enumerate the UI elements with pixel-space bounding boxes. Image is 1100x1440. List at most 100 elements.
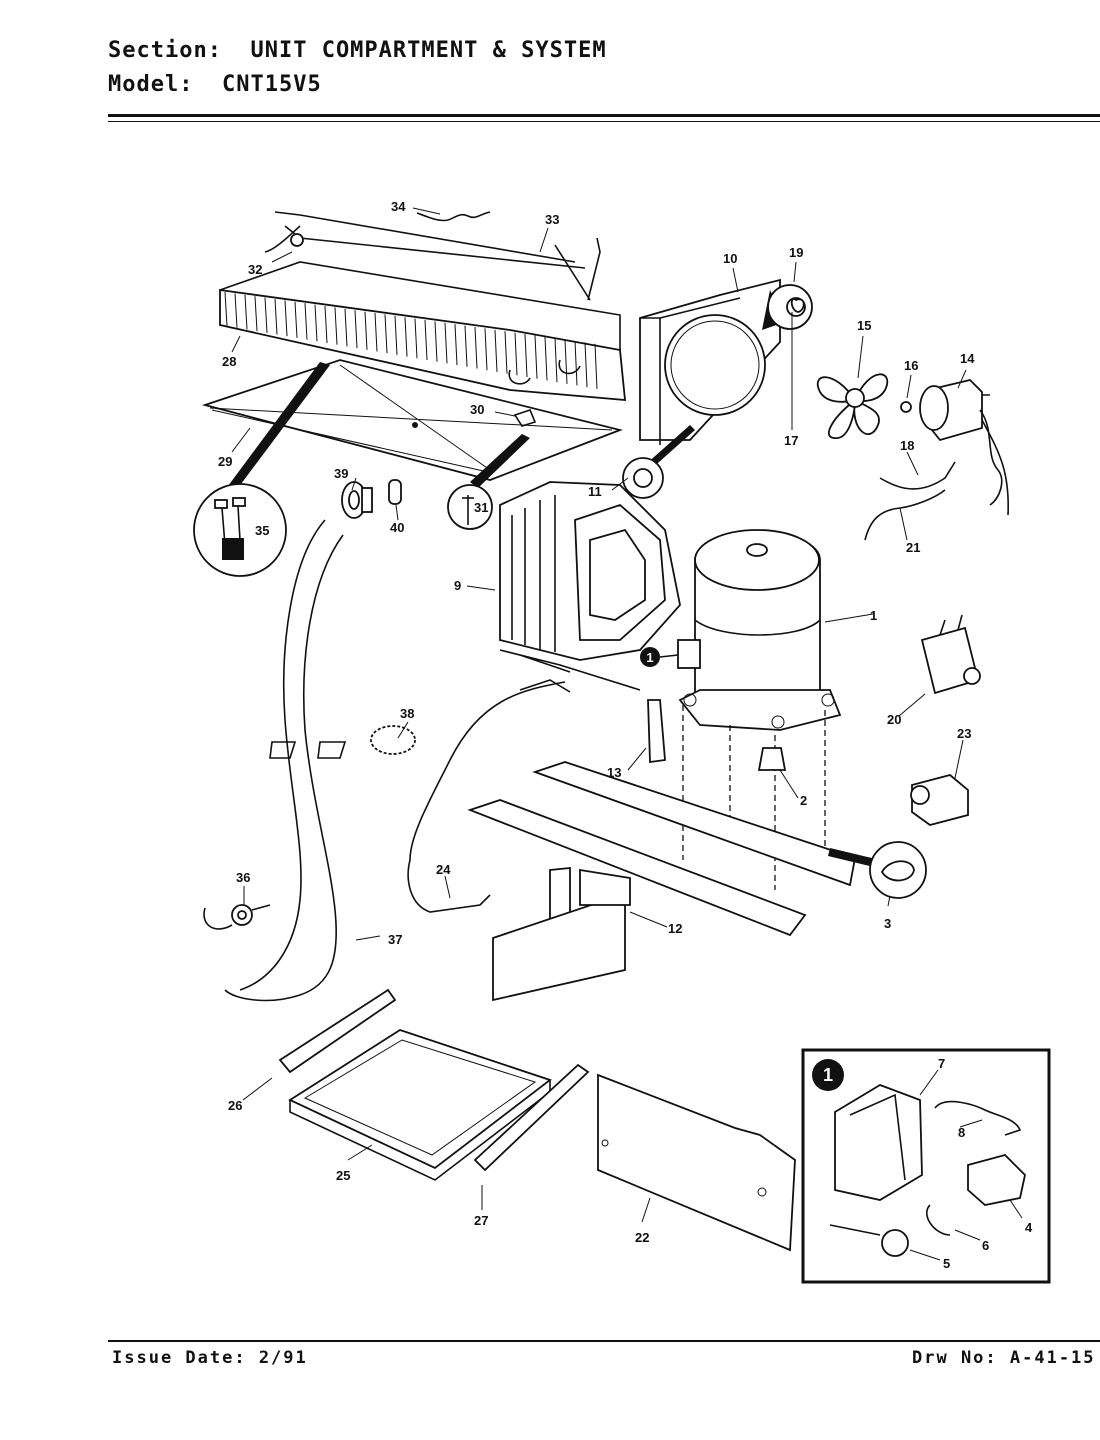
callout-22: 22 (635, 1230, 649, 1245)
evaporator-fin (444, 322, 448, 364)
leader-lines (231, 207, 1023, 1261)
evaporator-fin (414, 318, 418, 359)
header-rule-thin (108, 121, 1100, 122)
heater-assembly (264, 211, 601, 301)
evaporator-fin (594, 343, 598, 389)
evaporator-fin (224, 291, 228, 327)
callout-labels: 1 2 3 4 5 6 7 8 9 10 11 12 13 14 15 16 1… (218, 199, 1033, 1271)
evaporator-fin (324, 305, 328, 344)
retainer-17 (790, 298, 805, 313)
evaporator-fin (544, 336, 548, 381)
thermostat-detail (193, 362, 330, 577)
callout-35: 35 (255, 523, 269, 538)
evaporator-fin (564, 339, 568, 384)
panel-22 (597, 1073, 796, 1252)
evaporator-fin (584, 342, 588, 388)
callout-14: 14 (960, 351, 975, 366)
callout-31: 31 (474, 500, 488, 515)
evaporator-fin (284, 300, 288, 337)
callout-32: 32 (248, 262, 262, 277)
callout-4: 4 (1025, 1220, 1033, 1235)
callout-12: 12 (668, 921, 682, 936)
callout-26: 26 (228, 1098, 242, 1113)
rail-27 (473, 1063, 590, 1172)
section-line: Section: UNIT COMPARTMENT & SYSTEM (108, 38, 607, 63)
evaporator-fin (474, 326, 478, 369)
evaporator-fin (434, 321, 438, 362)
evaporator-fin (344, 308, 348, 347)
callout-21: 21 (906, 540, 920, 555)
callout-20: 20 (887, 712, 901, 727)
evaporator-fin (534, 335, 538, 379)
callout-2: 2 (800, 793, 807, 808)
evaporator-fin (294, 301, 298, 338)
issue-date: Issue Date: 2/91 (112, 1348, 308, 1368)
callout-11: 11 (588, 484, 602, 499)
evaporator-fin (574, 340, 578, 386)
evaporator-fin (374, 312, 378, 352)
evaporator-fin (514, 332, 518, 376)
callout-13: 13 (607, 765, 621, 780)
evaporator-fin (244, 294, 248, 330)
fan-motor (919, 379, 1010, 516)
callout-24: 24 (436, 862, 451, 877)
grommet-36 (203, 904, 271, 930)
callout-30: 30 (470, 402, 484, 417)
evaporator-fin (454, 324, 458, 366)
nut-16 (900, 401, 912, 413)
callout-23: 23 (957, 726, 971, 741)
evaporator-fin (554, 338, 558, 383)
section-label: Section: (108, 38, 222, 63)
callout-3: 3 (884, 916, 891, 931)
callout-7: 7 (938, 1056, 945, 1071)
screw-detail (447, 434, 530, 530)
callout-36: 36 (236, 870, 250, 885)
evaporator-fin (364, 311, 368, 350)
capacitor (920, 614, 981, 695)
drain-pan (288, 1029, 552, 1181)
bushing-39 (341, 481, 373, 519)
rail-26 (278, 988, 397, 1074)
callout-34: 34 (391, 199, 406, 214)
evaporator-fin (484, 328, 488, 371)
callout-28: 28 (222, 354, 236, 369)
evaporator-fin (264, 297, 268, 333)
svg-text:1: 1 (646, 650, 653, 665)
clip-40 (388, 479, 402, 505)
evaporator-fin (524, 333, 528, 378)
callout-40: 40 (390, 520, 404, 535)
clip-3-detail (828, 841, 927, 899)
evaporator-fin (424, 319, 428, 361)
model-number: CNT15V5 (221, 72, 322, 97)
callout-10: 10 (723, 251, 737, 266)
section-title: UNIT COMPARTMENT & SYSTEM (250, 38, 607, 63)
evaporator-fin (404, 317, 408, 357)
timer (910, 774, 969, 826)
callout-25: 25 (336, 1168, 350, 1183)
fan-blade (816, 373, 889, 439)
evaporator-fin (274, 298, 278, 335)
evaporator-fin (304, 303, 308, 340)
callout-19: 19 (789, 245, 803, 260)
callout-18: 18 (900, 438, 914, 453)
evaporator-fin (354, 310, 358, 349)
drawing-number: Drw No: A-41-15 (912, 1348, 1096, 1368)
evaporator (219, 261, 627, 401)
callout-39: 39 (334, 466, 348, 481)
condenser (499, 481, 681, 691)
callout-38: 38 (400, 706, 414, 721)
detail-inset: 1 (801, 1048, 1051, 1284)
model-line: Model: CNT15V5 (108, 72, 322, 97)
evaporator-fin (504, 331, 508, 374)
callout-5: 5 (943, 1256, 950, 1271)
evaporator-fin (394, 315, 398, 355)
evaporator-fin (314, 304, 318, 342)
evaporator-fin (494, 329, 498, 372)
drier (647, 699, 666, 764)
inset-marker: 1 (823, 1065, 833, 1085)
evaporator-fin (384, 314, 388, 354)
callout-27: 27 (474, 1213, 488, 1228)
model-label: Model: (108, 72, 194, 97)
callout-8: 8 (958, 1125, 965, 1140)
